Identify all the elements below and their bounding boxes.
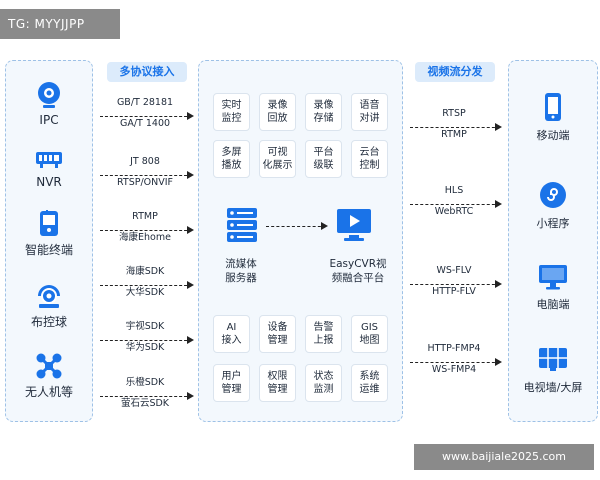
output-protocol-label: WS-FLV HTTP-FLV <box>406 264 502 299</box>
protocol-line: GB/T 28181 <box>116 97 174 108</box>
sink-label: 电脑端 <box>536 298 570 311</box>
video-wall-icon <box>539 348 567 371</box>
feature-card: 录像回放 <box>259 93 296 131</box>
protocol-line: GA/T 1400 <box>119 118 171 129</box>
watermark-top: TG: MYYJJPP <box>0 9 120 39</box>
feature-card: 平台级联 <box>305 140 342 178</box>
feature-card: 多屏播放 <box>213 140 250 178</box>
feature-card: 实时监控 <box>213 93 250 131</box>
ingest-arrow <box>100 112 194 120</box>
sink-mobile: 移动端 <box>508 92 598 143</box>
ingest-arrow <box>100 226 194 234</box>
sink-label: 小程序 <box>536 217 570 230</box>
output-arrow <box>410 123 502 131</box>
protocol-line: 海康Ehome <box>119 232 171 243</box>
feature-card: 状态监测 <box>305 364 342 402</box>
feature-card: 系统运维 <box>351 364 388 402</box>
output-protocol-label: HLS WebRTC <box>406 184 502 219</box>
ingest-arrow <box>100 281 194 289</box>
ingest-protocol-label: GB/T 28181 GA/T 1400 <box>97 96 193 131</box>
mini-program-icon <box>540 182 566 208</box>
device-label: 智能终端 <box>24 243 73 257</box>
protocol-line: WS-FLV <box>436 265 472 276</box>
monitor-icon <box>539 265 567 290</box>
ingest-protocol-label: RTMP 海康Ehome <box>97 210 193 245</box>
protocol-line: JT 808 <box>130 156 160 167</box>
protocol-line: 萤石云SDK <box>120 398 170 409</box>
device-drone: 无人机等 <box>4 352 94 400</box>
watermark-bottom: www.baijiale2025.com <box>414 444 594 470</box>
sink-mini-program: 小程序 <box>508 180 598 231</box>
protocol-line: 华为SDK <box>125 342 165 353</box>
sink-label: 电视墙/大屏 <box>523 381 583 394</box>
protocol-line: HTTP-FMP4 <box>427 343 481 354</box>
device-column <box>5 60 93 422</box>
output-protocol-label: HTTP-FMP4 WS-FMP4 <box>406 342 502 377</box>
server-block <box>220 206 264 250</box>
protocol-line: HTTP-FLV <box>432 286 476 297</box>
output-protocol-label: RTSP RTMP <box>406 107 502 142</box>
device-nvr: NVR <box>4 146 94 189</box>
ingest-protocol-label: JT 808 RTSP/ONVIF <box>97 155 193 190</box>
device-label: IPC <box>39 113 59 127</box>
feature-card: 权限管理 <box>259 364 296 402</box>
drone-icon <box>36 353 62 379</box>
output-arrow <box>410 358 502 366</box>
feature-card: 告警上报 <box>305 315 342 353</box>
server-label: 流媒体服务器 <box>225 258 257 284</box>
protocol-line: RTSP <box>442 108 466 119</box>
protocol-line: RTMP <box>132 211 158 222</box>
output-arrow <box>410 280 502 288</box>
device-ipc: IPC <box>4 80 94 127</box>
sink-video-wall: 电视墙/大屏 <box>508 346 598 395</box>
ingest-protocol-label: 宇视SDK 华为SDK <box>97 320 193 355</box>
ingest-protocol-label: 乐橙SDK 萤石云SDK <box>97 376 193 411</box>
protocol-line: WS-FMP4 <box>431 364 477 375</box>
protocol-line: WebRTC <box>434 206 474 217</box>
protocol-line: RTMP <box>441 129 467 140</box>
device-label: 无人机等 <box>24 385 73 399</box>
protocol-line: HLS <box>444 185 464 196</box>
feature-card: 云台控制 <box>351 140 388 178</box>
feature-card: 用户管理 <box>213 364 250 402</box>
feature-card: 可视化展示 <box>259 140 296 178</box>
monitor-play-icon <box>337 209 371 241</box>
camera-icon <box>38 82 60 108</box>
ingest-arrow <box>100 336 194 344</box>
dome-camera-icon <box>38 285 60 308</box>
recorder-icon <box>36 152 62 168</box>
feature-card: 录像存储 <box>305 93 342 131</box>
distribute-header: 视频流分发 <box>415 62 495 82</box>
ingest-arrow <box>100 171 194 179</box>
platform-label: EasyCVR视频融合平台 <box>329 258 387 284</box>
protocol-line: 宇视SDK <box>125 321 165 332</box>
ingest-protocol-label: 海康SDK 大华SDK <box>97 265 193 300</box>
protocol-line: 海康SDK <box>125 266 165 277</box>
ingest-header: 多协议接入 <box>107 62 187 82</box>
device-terminal: 智能终端 <box>4 208 94 258</box>
ingest-arrow <box>100 392 194 400</box>
protocol-line: 乐橙SDK <box>125 377 165 388</box>
device-label: 布控球 <box>30 315 67 329</box>
protocol-line: RTSP/ONVIF <box>116 177 174 188</box>
terminal-icon <box>40 210 58 236</box>
protocol-line: 大华SDK <box>125 287 165 298</box>
output-arrow <box>410 200 502 208</box>
sink-label: 移动端 <box>536 129 570 142</box>
sink-desktop: 电脑端 <box>508 263 598 312</box>
server-to-platform-arrow <box>266 222 328 230</box>
device-label: NVR <box>36 175 62 189</box>
server-icon <box>227 208 257 242</box>
mobile-icon <box>545 93 561 121</box>
feature-card: 语音对讲 <box>351 93 388 131</box>
device-dome: 布控球 <box>4 280 94 330</box>
feature-card: 设备管理 <box>259 315 296 353</box>
platform-block <box>334 206 374 248</box>
